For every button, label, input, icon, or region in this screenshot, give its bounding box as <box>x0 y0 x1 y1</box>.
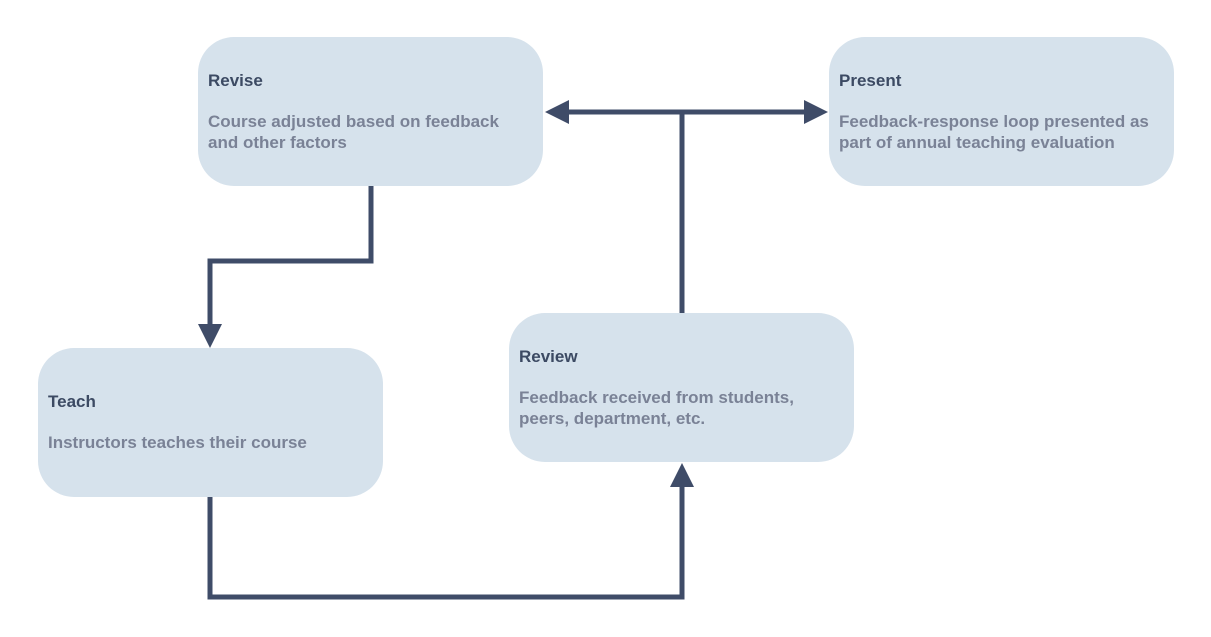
edge-revise-to-teach <box>207 186 374 326</box>
node-revise-description: Course adjusted based on feedback and ot… <box>208 111 499 152</box>
node-revise-title: Revise <box>208 70 263 90</box>
arrowhead-review <box>670 463 694 487</box>
node-review-description: Feedback received from students, peers, … <box>519 387 794 428</box>
node-revise: Revise Course adjusted based on feedback… <box>198 37 543 186</box>
node-present: Present Feedback-response loop presented… <box>829 37 1174 186</box>
node-review-title: Review <box>519 346 578 366</box>
edge-teach-to-review <box>207 486 685 600</box>
node-present-title: Present <box>839 70 902 90</box>
node-teach: Teach Instructors teaches their course <box>38 348 383 497</box>
node-present-description: Feedback-response loop presented as part… <box>839 111 1149 152</box>
node-teach-title: Teach <box>48 392 96 411</box>
node-teach-description: Instructors teaches their course <box>48 433 307 452</box>
arrowhead-revise <box>545 100 569 124</box>
node-review: Review Feedback received from students, … <box>509 313 854 462</box>
arrowhead-teach <box>198 324 222 348</box>
arrowhead-present <box>804 100 828 124</box>
